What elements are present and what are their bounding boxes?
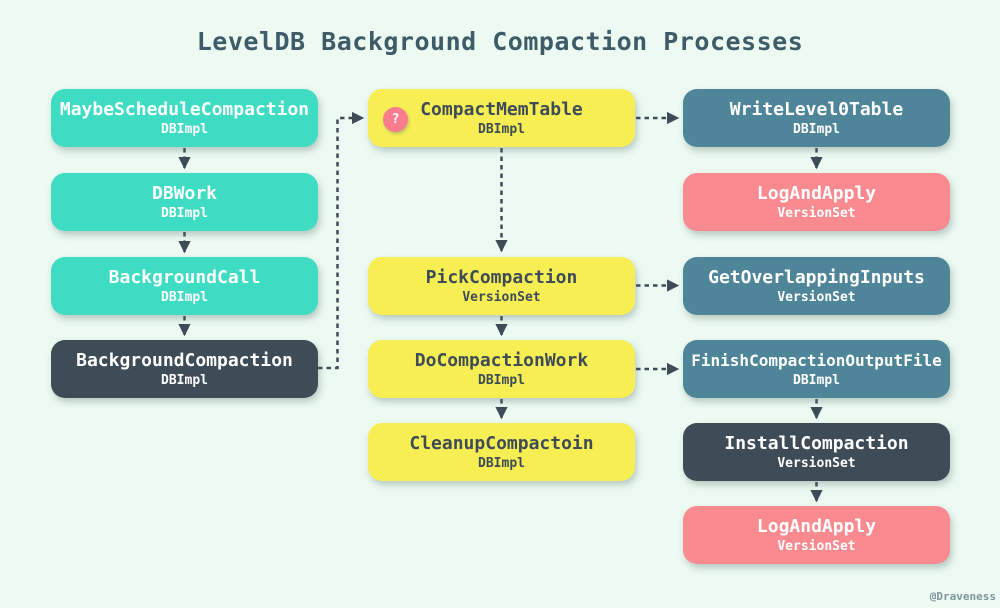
node-title: FinishCompactionOutputFile — [691, 351, 942, 370]
node-title: CompactMemTable — [420, 99, 583, 120]
node-finish-compaction-output-file: FinishCompactionOutputFile DBImpl — [683, 340, 950, 398]
node-subtitle: DBImpl — [478, 456, 525, 471]
node-title: LogAndApply — [756, 516, 877, 537]
node-subtitle: VersionSet — [777, 290, 856, 305]
node-subtitle: DBImpl — [161, 206, 208, 221]
node-compact-mem-table: ? CompactMemTable DBImpl — [368, 89, 635, 147]
node-title: GetOverlappingInputs — [708, 267, 925, 288]
node-title: DoCompactionWork — [414, 350, 589, 371]
node-subtitle: DBImpl — [478, 122, 525, 137]
node-cleanup-compactoin: CleanupCompactoin DBImpl — [368, 423, 635, 481]
node-subtitle: DBImpl — [161, 373, 208, 388]
node-subtitle: VersionSet — [777, 206, 856, 221]
node-subtitle: DBImpl — [161, 122, 208, 137]
node-title: WriteLevel0Table — [729, 99, 904, 120]
node-dbwork: DBWork DBImpl — [51, 173, 318, 231]
node-title: LogAndApply — [756, 183, 877, 204]
node-subtitle: DBImpl — [793, 122, 840, 137]
node-title: BackgroundCompaction — [76, 350, 293, 371]
node-subtitle: DBImpl — [161, 290, 208, 305]
node-subtitle: DBImpl — [478, 373, 525, 388]
node-title: InstallCompaction — [724, 433, 909, 454]
node-title: MaybeScheduleCompaction — [59, 99, 310, 120]
node-background-call: BackgroundCall DBImpl — [51, 257, 318, 315]
node-subtitle: VersionSet — [462, 290, 541, 305]
node-maybe-schedule-compaction: MaybeScheduleCompaction DBImpl — [51, 89, 318, 147]
node-log-and-apply-bottom: LogAndApply VersionSet — [683, 506, 950, 564]
author-watermark: @Draveness — [929, 590, 996, 603]
question-icon-glyph: ? — [391, 112, 400, 127]
node-install-compaction: InstallCompaction VersionSet — [683, 423, 950, 481]
node-write-level0-table: WriteLevel0Table DBImpl — [683, 89, 950, 147]
node-pick-compaction: PickCompaction VersionSet — [368, 257, 635, 315]
diagram-title: LevelDB Background Compaction Processes — [196, 27, 804, 56]
node-subtitle: DBImpl — [793, 373, 840, 388]
node-title: CleanupCompactoin — [409, 433, 594, 454]
node-title: DBWork — [151, 183, 218, 204]
node-title: BackgroundCall — [108, 267, 261, 288]
node-do-compaction-work: DoCompactionWork DBImpl — [368, 340, 635, 398]
question-icon: ? — [383, 107, 408, 132]
node-title: PickCompaction — [425, 267, 578, 288]
node-background-compaction: BackgroundCompaction DBImpl — [51, 340, 318, 398]
node-subtitle: VersionSet — [777, 456, 856, 471]
arrow-backgroundcompaction-to-compactmemtable — [318, 111, 365, 370]
node-subtitle: VersionSet — [777, 539, 856, 554]
node-get-overlapping-inputs: GetOverlappingInputs VersionSet — [683, 257, 950, 315]
node-log-and-apply-top: LogAndApply VersionSet — [683, 173, 950, 231]
